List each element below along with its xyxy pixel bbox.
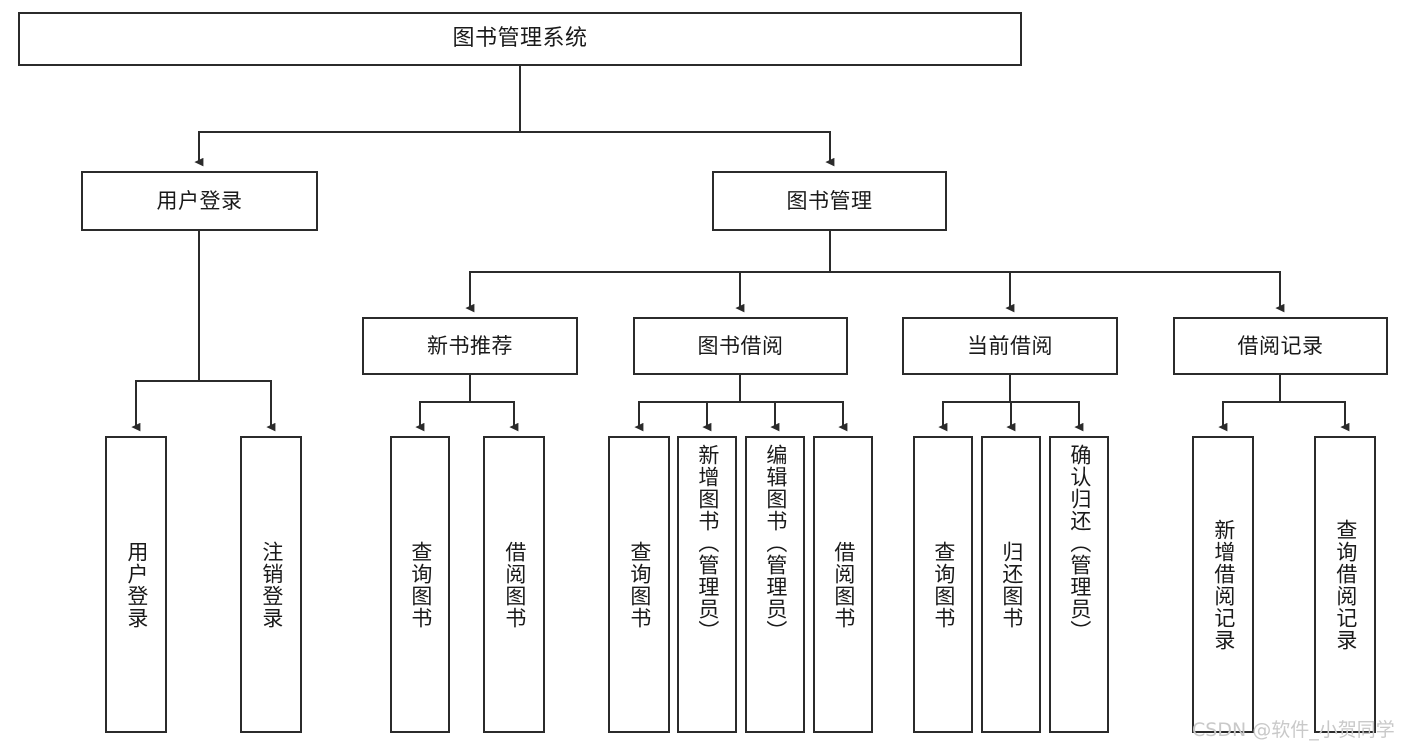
- node-user-login[interactable]: 用户登录: [81, 171, 318, 231]
- node-leaf-query-book-cur[interactable]: 查询图书: [913, 436, 973, 733]
- node-leaf-confirm-return-admin[interactable]: 确认归还（管理员）: [1049, 436, 1109, 733]
- node-leaf-borrow-book-label: 借阅图书: [831, 540, 856, 629]
- node-leaf-add-book-admin[interactable]: 新增图书（管理员）: [677, 436, 737, 733]
- node-leaf-add-borrow-record-label: 新增借阅记录: [1211, 518, 1236, 651]
- node-root-label: 图书管理系统: [452, 26, 588, 52]
- node-new-book-recommend[interactable]: 新书推荐: [362, 317, 578, 375]
- node-leaf-query-book-cur-label: 查询图书: [931, 540, 956, 629]
- node-leaf-query-borrow-record-label: 查询借阅记录: [1333, 518, 1358, 651]
- node-user-login-label: 用户登录: [156, 188, 243, 213]
- node-borrow-record[interactable]: 借阅记录: [1173, 317, 1388, 375]
- csdn-watermark: CSDN @软件_小贺同学: [1192, 719, 1395, 741]
- node-book-borrow-label: 图书借阅: [697, 333, 784, 358]
- node-root[interactable]: 图书管理系统: [18, 12, 1022, 66]
- node-borrow-record-label: 借阅记录: [1237, 333, 1324, 358]
- node-leaf-borrow-book-rec-label: 借阅图书: [502, 540, 527, 629]
- node-leaf-user-login[interactable]: 用户登录: [105, 436, 167, 733]
- node-book-manage-label: 图书管理: [786, 188, 873, 213]
- node-leaf-confirm-return-admin-label: 确认归还（管理员）: [1067, 444, 1092, 642]
- node-book-manage[interactable]: 图书管理: [712, 171, 947, 231]
- node-leaf-return-book-label: 归还图书: [999, 540, 1024, 629]
- node-leaf-query-book-borrow-label: 查询图书: [627, 540, 652, 629]
- node-leaf-user-login-label: 用户登录: [124, 540, 149, 629]
- node-current-borrow[interactable]: 当前借阅: [902, 317, 1118, 375]
- node-book-borrow[interactable]: 图书借阅: [633, 317, 848, 375]
- node-leaf-query-borrow-record[interactable]: 查询借阅记录: [1314, 436, 1376, 733]
- node-leaf-query-book-rec[interactable]: 查询图书: [390, 436, 450, 733]
- node-leaf-edit-book-admin-label: 编辑图书（管理员）: [763, 444, 788, 642]
- node-leaf-user-logout[interactable]: 注销登录: [240, 436, 302, 733]
- node-leaf-user-logout-label: 注销登录: [259, 540, 284, 629]
- node-leaf-query-book-borrow[interactable]: 查询图书: [608, 436, 670, 733]
- node-leaf-query-book-rec-label: 查询图书: [408, 540, 433, 629]
- node-leaf-return-book[interactable]: 归还图书: [981, 436, 1041, 733]
- node-new-book-recommend-label: 新书推荐: [427, 333, 513, 358]
- node-leaf-edit-book-admin[interactable]: 编辑图书（管理员）: [745, 436, 805, 733]
- node-leaf-borrow-book[interactable]: 借阅图书: [813, 436, 873, 733]
- node-leaf-add-book-admin-label: 新增图书（管理员）: [695, 444, 720, 642]
- node-current-borrow-label: 当前借阅: [967, 333, 1053, 358]
- node-leaf-borrow-book-rec[interactable]: 借阅图书: [483, 436, 545, 733]
- node-leaf-add-borrow-record[interactable]: 新增借阅记录: [1192, 436, 1254, 733]
